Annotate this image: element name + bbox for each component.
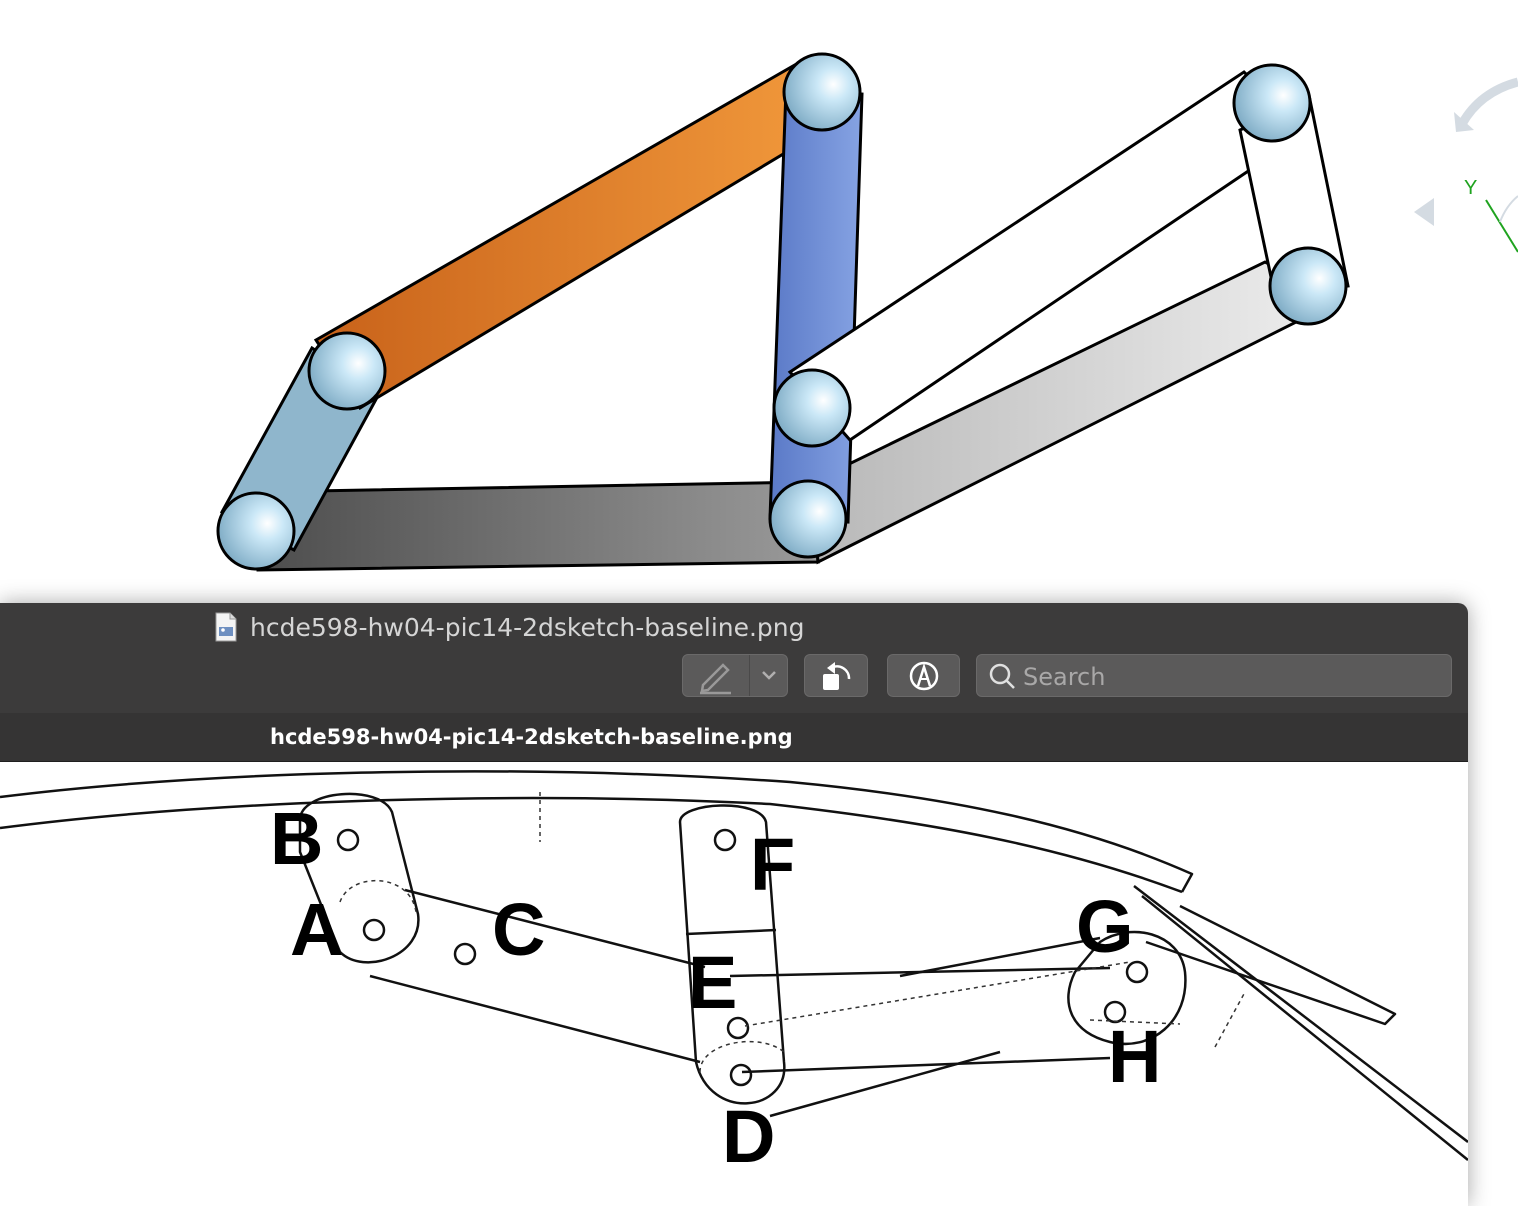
document-tab-bar: hcde598-hw04-pic14-2dsketch-baseline.png [0, 713, 1468, 762]
label-c: C [492, 888, 545, 971]
joint-group [216, 52, 1348, 571]
label-f: F [750, 823, 795, 906]
search-icon [989, 663, 1015, 689]
hole-h [1103, 1000, 1127, 1024]
sketch-image: B A C F E G D H [0, 762, 1468, 1206]
label-g: G [1076, 885, 1134, 968]
joint-ground-right[interactable] [768, 479, 848, 559]
link-upper-long [404, 888, 706, 969]
link-plate-middle [678, 804, 786, 1105]
body-panel-lower [1141, 895, 1468, 1161]
rotate-left-icon [823, 662, 851, 690]
link-lower-long [369, 974, 701, 1064]
joint-ground-left[interactable] [216, 491, 296, 571]
hole-e [726, 1016, 750, 1040]
body-panel-upper [1133, 885, 1468, 1143]
rotate-arrow-icon[interactable] [1458, 77, 1518, 127]
hole-f [713, 828, 737, 852]
link-d-h [741, 1056, 1111, 1074]
ground-link[interactable] [254, 480, 820, 572]
pen-markup-icon[interactable] [683, 655, 749, 696]
window-titlebar[interactable]: hcde598-hw04-pic14-2dsketch-baseline.png [0, 603, 1468, 714]
joint-crank-coupler[interactable] [307, 331, 387, 411]
view-left-arrow-icon[interactable] [1414, 198, 1434, 226]
door-outline-inner [0, 796, 1183, 894]
hole-a [362, 918, 386, 942]
y-axis-label: Y [1464, 177, 1477, 199]
search-input[interactable] [1021, 661, 1445, 693]
rocker-link[interactable] [768, 88, 864, 524]
label-h: H [1108, 1015, 1161, 1098]
y-axis-line [1485, 199, 1518, 253]
label-e: E [688, 941, 737, 1024]
construction-arc-d [699, 1040, 785, 1073]
annotate-pen-circle-icon [909, 661, 939, 691]
preview-window: hcde598-hw04-pic14-2dsketch-baseline.png [0, 603, 1468, 1206]
joint-white-lower[interactable] [1268, 246, 1348, 326]
label-a: A [290, 888, 343, 971]
tab-document[interactable]: hcde598-hw04-pic14-2dsketch-baseline.png [270, 725, 793, 749]
construction-line-e-g [744, 961, 1131, 1027]
label-b: B [270, 797, 323, 880]
view-orientation-gizmo[interactable]: Y [1414, 77, 1518, 253]
rotate-arrow-head-icon [1454, 112, 1474, 132]
hole-g [1125, 960, 1149, 984]
link-plate-right [1067, 930, 1187, 1046]
joint-white-top[interactable] [1232, 63, 1312, 143]
link-e-g-upper [899, 936, 1101, 978]
gizmo-cube-edge [1499, 195, 1518, 223]
link-plate-left [298, 792, 420, 964]
window-title: hcde598-hw04-pic14-2dsketch-baseline.png [250, 613, 805, 642]
plate-divider [685, 928, 777, 936]
joint-coupler-rocker[interactable] [782, 52, 862, 132]
body-bracket [1145, 904, 1397, 1026]
label-d: D [722, 1095, 775, 1178]
construction-arc-a [339, 880, 417, 913]
markup-toolbar-group [682, 654, 788, 697]
coupler-link[interactable] [313, 59, 832, 411]
rotate-button[interactable] [804, 654, 868, 697]
cad-linkage-view[interactable]: Y [0, 0, 1518, 600]
toolbar-separator [749, 655, 750, 696]
png-document-icon [215, 612, 237, 642]
door-outline-outer [0, 770, 1194, 893]
construction-line-panel [1214, 991, 1246, 1048]
construction-line-h [1089, 1019, 1181, 1025]
hole-b [336, 828, 360, 852]
hole-c [453, 942, 477, 966]
annotate-button[interactable] [887, 654, 960, 697]
joint-rocker-white[interactable] [772, 368, 852, 448]
hole-d [729, 1063, 753, 1087]
link-d-lower [769, 1050, 1001, 1118]
search-field[interactable] [976, 654, 1452, 697]
